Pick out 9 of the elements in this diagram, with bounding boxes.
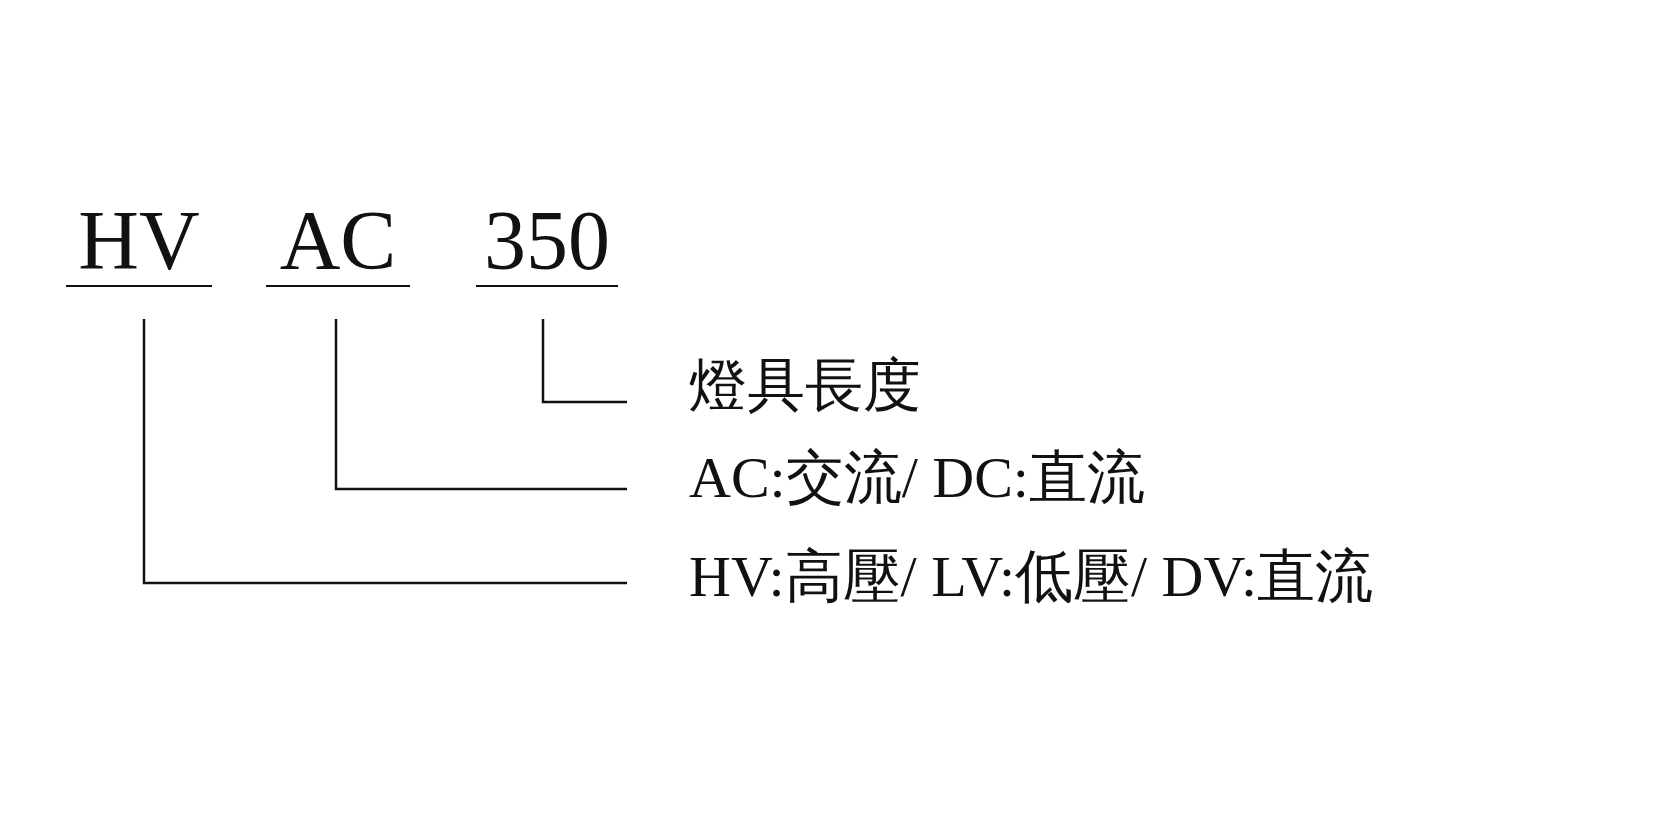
leader-line [541, 319, 627, 404]
underlined-code: HV [66, 197, 212, 319]
leader-line [334, 319, 627, 491]
description-text: HV:高壓/ LV:低壓/ DV:直流 [627, 543, 1627, 611]
leader-line [142, 319, 627, 585]
underlined-code: 350 [476, 197, 618, 319]
description-text: AC:交流/ DC:直流 [627, 444, 1267, 512]
description-text: 燈具長度 [627, 352, 1047, 420]
underlined-code: AC [266, 197, 410, 319]
